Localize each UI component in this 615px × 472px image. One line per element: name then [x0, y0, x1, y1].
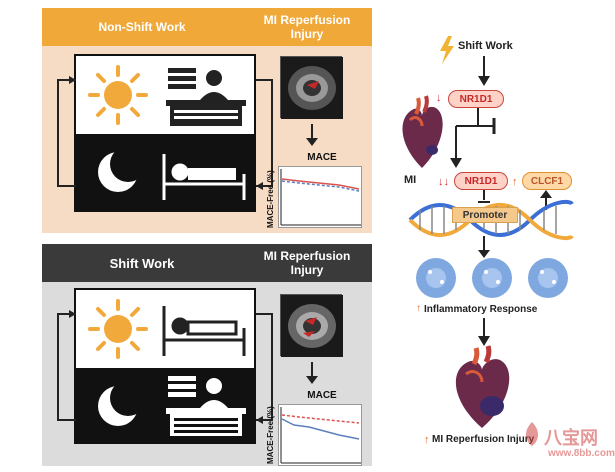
- immune-cells-icon: [416, 258, 568, 298]
- mri-heart-image-injured: [280, 294, 343, 357]
- cycle-arrows: [57, 310, 76, 421]
- office-worker-icon: [166, 68, 246, 126]
- response-arrow: [478, 318, 490, 346]
- night-work-scene: [76, 368, 254, 444]
- moon-icon: [98, 146, 146, 192]
- heart-icon: [402, 95, 443, 168]
- shift-cycle-box: [74, 288, 256, 444]
- mace-curve-injured: [278, 404, 362, 466]
- mace-curve-normal: [278, 166, 362, 228]
- mace-label-normal: MACE: [307, 152, 337, 163]
- shift-outcome-title: MI Reperfusion Injury: [263, 249, 351, 277]
- mi-reperfusion-outcome-label: MI Reperfusion Injury: [432, 434, 535, 445]
- mri-heart-image-normal: [280, 56, 343, 119]
- sleeping-person-bed-icon: [162, 154, 246, 200]
- up-arrow-icon: ↑: [512, 176, 518, 188]
- non-shift-header: Non-Shift Work MI Reperfusion Injury: [42, 8, 372, 46]
- shift-header: Shift Work MI Reperfusion Injury: [42, 244, 372, 282]
- shift-work-trigger: Shift Work: [458, 40, 513, 52]
- mri-to-mace-arrow: [306, 124, 318, 146]
- non-shift-cycle-box: [74, 54, 256, 212]
- sleeping-person-bed-icon: [162, 306, 246, 356]
- sun-icon: [88, 65, 148, 125]
- mace-ylabel-normal: MACE-Free (%): [266, 170, 275, 228]
- mi-label: MI: [404, 174, 417, 186]
- shift-panel: Shift Work MI Reperfusion Injury: [42, 244, 372, 466]
- cycle-arrows-right: [256, 79, 273, 190]
- up-arrow-icon: ↑: [424, 434, 430, 446]
- moon-icon: [98, 380, 146, 426]
- mri-to-mace-arrow: [306, 362, 318, 384]
- cycle-arrows-right: [256, 313, 273, 424]
- repression-bar: [478, 190, 490, 203]
- nr1d1-mid-pill: NR1D1: [454, 172, 508, 190]
- inflammatory-response-label: Inflammatory Response: [424, 304, 538, 315]
- cycle-arrows: [57, 76, 76, 187]
- day-sleep-scene: [76, 290, 254, 368]
- non-shift-panel: Non-Shift Work MI Reperfusion Injury: [42, 8, 372, 233]
- dna-icon: [408, 200, 574, 240]
- injured-heart-icon: [455, 345, 510, 428]
- down-arrow-icon: ↓: [436, 92, 442, 104]
- promoter-box: Promoter: [452, 207, 518, 223]
- office-worker-icon: [166, 376, 246, 436]
- watermark-logo-icon: [526, 422, 538, 446]
- shift-title: Shift Work: [109, 255, 175, 271]
- night-sleep-scene: [76, 134, 254, 210]
- down-arrow-icon: ↓↓: [438, 176, 449, 188]
- promoter-arrow: [478, 236, 490, 258]
- mace-ylabel-injured: MACE-Free (%): [266, 406, 275, 464]
- clcf1-pill: CLCF1: [522, 172, 572, 190]
- watermark-brand: 八宝网: [544, 428, 598, 448]
- sun-icon: [88, 299, 148, 359]
- lightning-icon: [440, 36, 454, 64]
- non-shift-title: Non-Shift Work: [98, 20, 186, 34]
- trigger-arrow: [478, 56, 490, 86]
- day-work-scene: [76, 56, 254, 134]
- nr1d1-top-pill: NR1D1: [448, 90, 504, 108]
- mace-label-injured: MACE: [307, 390, 337, 401]
- watermark-url: www.8bb.com: [548, 448, 615, 459]
- up-arrow-icon: ↑: [416, 303, 421, 314]
- inhibition-connector: [450, 108, 496, 168]
- non-shift-outcome-title: MI Reperfusion Injury: [263, 13, 351, 41]
